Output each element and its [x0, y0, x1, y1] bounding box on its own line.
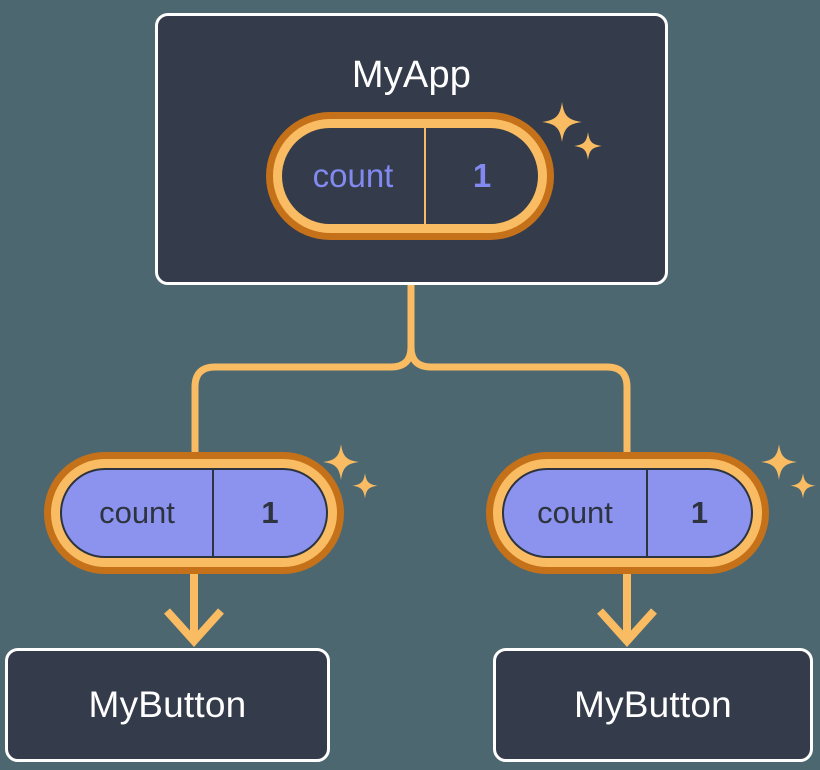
state-pill-ring-inner: count 1 [51, 459, 337, 567]
component-title-myapp: MyApp [351, 54, 472, 96]
state-pill-ring-inner: count 1 [273, 119, 547, 233]
state-pill-face: count 1 [282, 128, 538, 224]
state-to-button-arrow-left [164, 573, 224, 647]
connector-branch-right [407, 346, 631, 460]
state-pill-key: count [99, 495, 175, 530]
component-title-mybutton: MyButton [88, 684, 247, 725]
component-title-mybutton: MyButton [574, 684, 732, 725]
state-pill-face: count 1 [60, 468, 328, 558]
state-pill-value: 1 [690, 495, 709, 530]
state-pill-value: 1 [261, 495, 279, 530]
state-pill-divider [212, 470, 214, 556]
state-pill-ring-inner: count 1 [493, 459, 762, 567]
component-box-mybutton-2[interactable]: MyButton [493, 648, 813, 762]
state-pill-divider [424, 128, 426, 224]
state-pill-key: count [312, 157, 394, 194]
state-pill-child-2-count[interactable]: count 1 [486, 452, 769, 574]
state-pill-divider [646, 470, 648, 556]
state-to-button-arrow-right [597, 573, 657, 647]
state-pill-child-1-count[interactable]: count 1 [44, 452, 344, 574]
state-pill-face: count 1 [502, 468, 753, 558]
state-pill-key: count [537, 495, 613, 530]
state-pill-myapp-count[interactable]: count 1 [266, 112, 554, 240]
component-box-mybutton-1[interactable]: MyButton [5, 648, 330, 762]
connector-branch-left [191, 346, 415, 460]
state-pill-value: 1 [472, 157, 492, 194]
